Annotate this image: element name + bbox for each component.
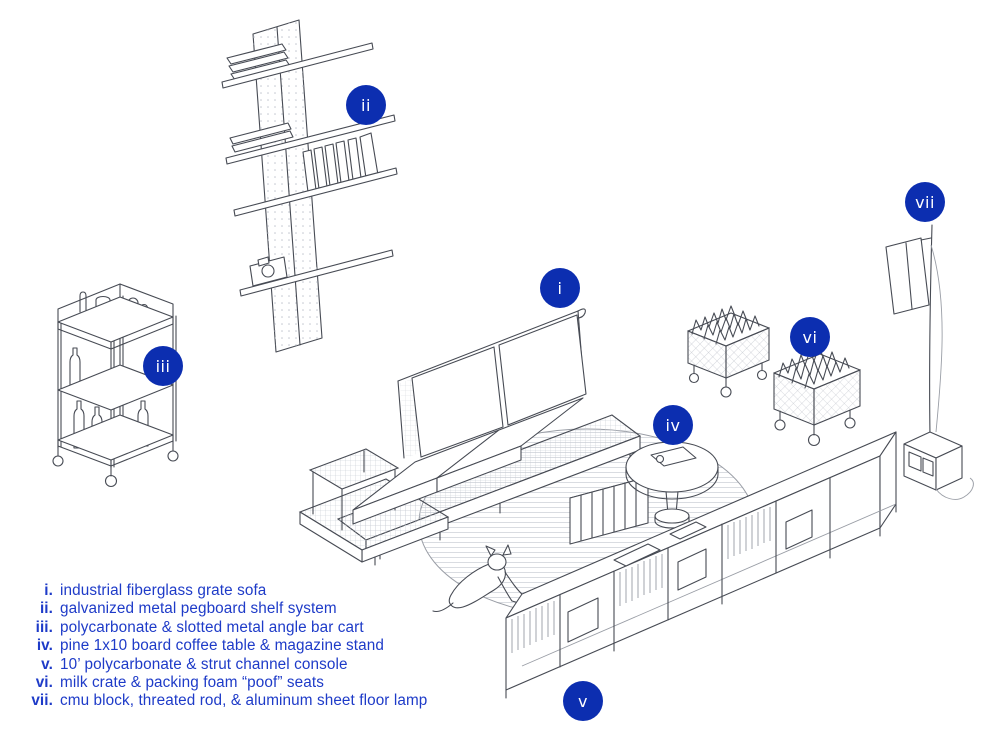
legend-item-sofa: i. industrial fiberglass grate sofa <box>28 582 427 600</box>
sofa-illustration <box>298 308 642 566</box>
marker-label: vi <box>802 327 818 347</box>
legend-text: industrial fiberglass grate sofa <box>60 582 267 599</box>
marker-i: i <box>540 268 580 308</box>
legend-numeral: ii. <box>39 600 53 618</box>
legend-text: polycarbonate & slotted metal angle bar … <box>60 618 364 636</box>
crate-seats-illustration <box>687 305 861 447</box>
legend-numeral: iii. <box>35 618 53 636</box>
legend-numeral: i. <box>44 582 53 599</box>
console-illustration <box>505 431 897 699</box>
marker-vii: vii <box>905 182 945 222</box>
legend-numeral: vi. <box>35 674 53 692</box>
marker-label: vii <box>915 192 935 212</box>
legend-item-console: v. 10’ polycarbonate & strut channel con… <box>28 656 427 674</box>
legend-numeral: iv. <box>36 637 53 655</box>
legend-numeral: v. <box>41 655 53 673</box>
legend-numeral: vii. <box>31 692 53 710</box>
marker-label: iv <box>665 415 681 435</box>
legend-item-shelf: ii. galvanized metal pegboard shelf syst… <box>28 600 427 618</box>
legend-text: pine 1x10 board coffee table & magazine … <box>60 637 384 655</box>
legend-item-coffee-table: iv. pine 1x10 board coffee table & magaz… <box>28 637 427 655</box>
magazine-stand-illustration <box>569 476 655 545</box>
legend-item-bar-cart: iii. polycarbonate & slotted metal angle… <box>28 619 427 637</box>
pegboard-shelf-illustration <box>221 19 398 353</box>
legend-text: milk crate & packing foam “poof” seats <box>60 674 324 692</box>
marker-iii: iii <box>143 346 183 386</box>
marker-label: ii <box>361 95 371 115</box>
marker-ii: ii <box>346 85 386 125</box>
legend-text: 10’ polycarbonate & strut channel consol… <box>60 655 348 673</box>
marker-iv: iv <box>653 405 693 445</box>
legend-text: cmu block, threated rod, & aluminum shee… <box>60 692 428 710</box>
marker-label: iii <box>155 356 171 376</box>
legend-item-floor-lamp: vii. cmu block, threated rod, & aluminum… <box>28 692 427 710</box>
floor-lamp-illustration <box>885 224 974 500</box>
marker-label: i <box>557 278 563 298</box>
legend: i. industrial fiberglass grate sofa ii. … <box>28 582 427 711</box>
marker-label: v <box>578 691 588 711</box>
legend-item-poof-seats: vi. milk crate & packing foam “poof” sea… <box>28 674 427 692</box>
legend-text: galvanized metal pegboard shelf system <box>60 600 337 618</box>
marker-vi: vi <box>790 317 830 357</box>
marker-v: v <box>563 681 603 721</box>
bar-cart-illustration <box>52 283 179 488</box>
